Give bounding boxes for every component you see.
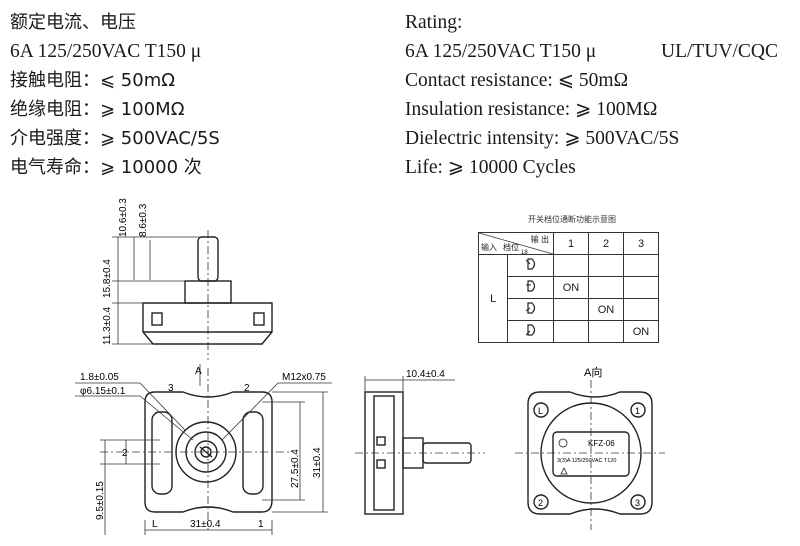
knob-position-icon xyxy=(525,258,535,270)
spec-insulation-resistance-cn: 绝缘电阻：⩾ 100MΩ xyxy=(10,99,185,120)
dim-6-15: φ6.15±0.1 xyxy=(80,386,126,397)
dim-9-5: 9.5±0.15 xyxy=(95,481,106,520)
spec-life-cn: 电气寿命：⩾ 10000 次 xyxy=(10,157,202,178)
input-label-cell: L xyxy=(477,254,509,343)
switch-position-table: 输 出 输入 档位 18 1 2 3 L ON ON ON xyxy=(477,232,659,343)
dim-10-4: 10.4±0.4 xyxy=(406,369,445,380)
circle-2-label: 2 xyxy=(538,498,543,508)
table-corner-cell: 输 出 输入 档位 18 xyxy=(478,232,554,256)
table-row: L xyxy=(477,254,659,343)
spec-insulation-resistance-en: Insulation resistance: ⩾ 100MΩ xyxy=(405,99,658,120)
corner-diagonal xyxy=(479,233,553,254)
header-input: 输入 xyxy=(481,243,497,252)
dim-27-5: 27.5±0.4 xyxy=(290,449,301,488)
spec-contact-resistance-cn: 接触电阻：⩽ 50mΩ xyxy=(10,70,175,91)
table-header-row: 输 出 输入 档位 18 1 2 3 xyxy=(478,232,659,256)
circle-1-label: 1 xyxy=(635,406,640,416)
spec-dielectric-cn: 介电强度：⩾ 500VAC/5S xyxy=(10,128,220,149)
spec-list-cn: 额定电流、电压 6A 125/250VAC T150 μ 接触电阻：⩽ 50mΩ… xyxy=(10,8,390,182)
dim-1-8: 1.8±0.05 xyxy=(80,372,119,383)
pin-1-label: 1 xyxy=(258,519,264,530)
profile-view-dimensions xyxy=(355,376,485,454)
spec-rating-cn: 6A 125/250VAC T150 μ xyxy=(10,41,202,62)
dim-10-6: 10.6±0.3 xyxy=(118,198,129,237)
spec-rating-en: 6A 125/250VAC T150 μ UL/TUV/CQC xyxy=(405,37,795,66)
dim-15-8: 15.8±0.4 xyxy=(102,259,113,298)
dim-31-vertical: 31±0.4 xyxy=(312,447,323,478)
pin-3-label: 3 xyxy=(168,383,174,394)
spec-rating-title-en: Rating: xyxy=(405,12,463,33)
dim-2: 2 xyxy=(122,448,128,459)
cert-mark-icon xyxy=(558,438,568,475)
header-position: 档位 xyxy=(503,243,519,252)
front-view-dimensions xyxy=(75,364,332,535)
certifications: UL/TUV/CQC xyxy=(661,41,778,62)
pin-2-label: 2 xyxy=(244,383,250,394)
spec-list-en: Rating: 6A 125/250VAC T150 μ UL/TUV/CQC … xyxy=(405,8,795,182)
position-3-cell xyxy=(507,320,554,343)
cell: ON xyxy=(588,298,624,321)
label-view-a-direction: A向 xyxy=(584,365,602,379)
knob-position-icon xyxy=(525,302,535,314)
cell: ON xyxy=(623,320,659,343)
pin-l-label: L xyxy=(152,519,158,530)
view-a-centerlines xyxy=(515,380,665,530)
circle-3-label: 3 xyxy=(635,498,640,508)
dim-31-horizontal: 31±0.4 xyxy=(190,519,221,530)
dim-8-6: 8.6±0.3 xyxy=(138,203,149,237)
side-view-dimensions xyxy=(112,230,209,360)
table-row: ON xyxy=(479,276,659,299)
spec-contact-resistance-en: Contact resistance: ⩽ 50mΩ xyxy=(405,70,629,91)
switch-table-title: 开关档位通断功能示意图 xyxy=(528,215,616,224)
rating-label: 3(3)A 125/250VAC T120 xyxy=(557,458,616,464)
header-output: 输 出 xyxy=(530,235,549,244)
knob-position-icon xyxy=(525,280,535,292)
dim-11-3: 11.3±0.4 xyxy=(102,306,113,345)
table-row: ON xyxy=(479,298,659,321)
spec-life-en: Life: ⩾ 10000 Cycles xyxy=(405,157,576,178)
dim-m12: M12x0.75 xyxy=(282,372,326,383)
knob-position-icon xyxy=(525,324,535,336)
table-row: ON xyxy=(479,320,659,343)
spec-dielectric-en: Dielectric intensity: ⩾ 500VAC/5S xyxy=(405,128,680,149)
circle-l-label: L xyxy=(538,406,543,416)
header-subscript: 18 xyxy=(521,250,528,256)
label-view-a: A xyxy=(195,366,202,377)
spec-rating-value-en: 6A 125/250VAC T150 μ xyxy=(405,41,597,62)
side-view-drawing xyxy=(142,236,273,345)
spec-rating-title-cn: 额定电流、电压 xyxy=(10,12,136,33)
model-label: KFZ-06 xyxy=(588,439,615,448)
